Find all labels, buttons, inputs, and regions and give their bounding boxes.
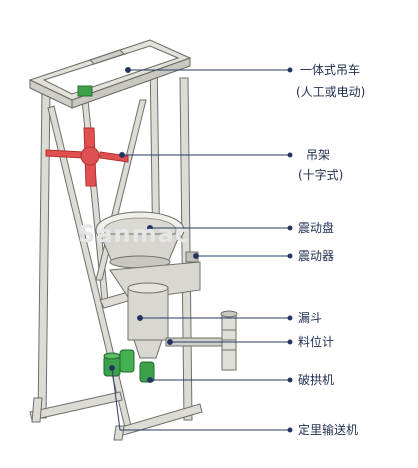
label-funnel: 漏斗 [298,311,323,325]
cross-hanger [45,127,129,187]
hopper [109,251,201,359]
label-vibrator: 震动器 [298,249,335,263]
label-crane-line2: (人工或电动) [296,85,366,99]
label-level-gauge: 料位计 [298,335,335,349]
label-frame-line2: (十字式) [298,168,344,182]
label-frame-line1: 吊架 [306,148,331,162]
label-quantitative-conveyor: 定里输送机 [298,423,359,437]
arch-breaker-motors [103,349,155,383]
label-vibrating-tray: 震动盘 [298,221,335,235]
vibrating-tray [95,211,185,269]
leader-lines [109,67,293,433]
label-arch-breaker: 破拱机 [298,373,335,387]
watermark-logo: Sanmac [78,220,190,248]
level-gauge-device [165,310,238,371]
crane-frame [28,39,192,109]
label-crane-line1: 一体式吊车 [300,63,361,77]
